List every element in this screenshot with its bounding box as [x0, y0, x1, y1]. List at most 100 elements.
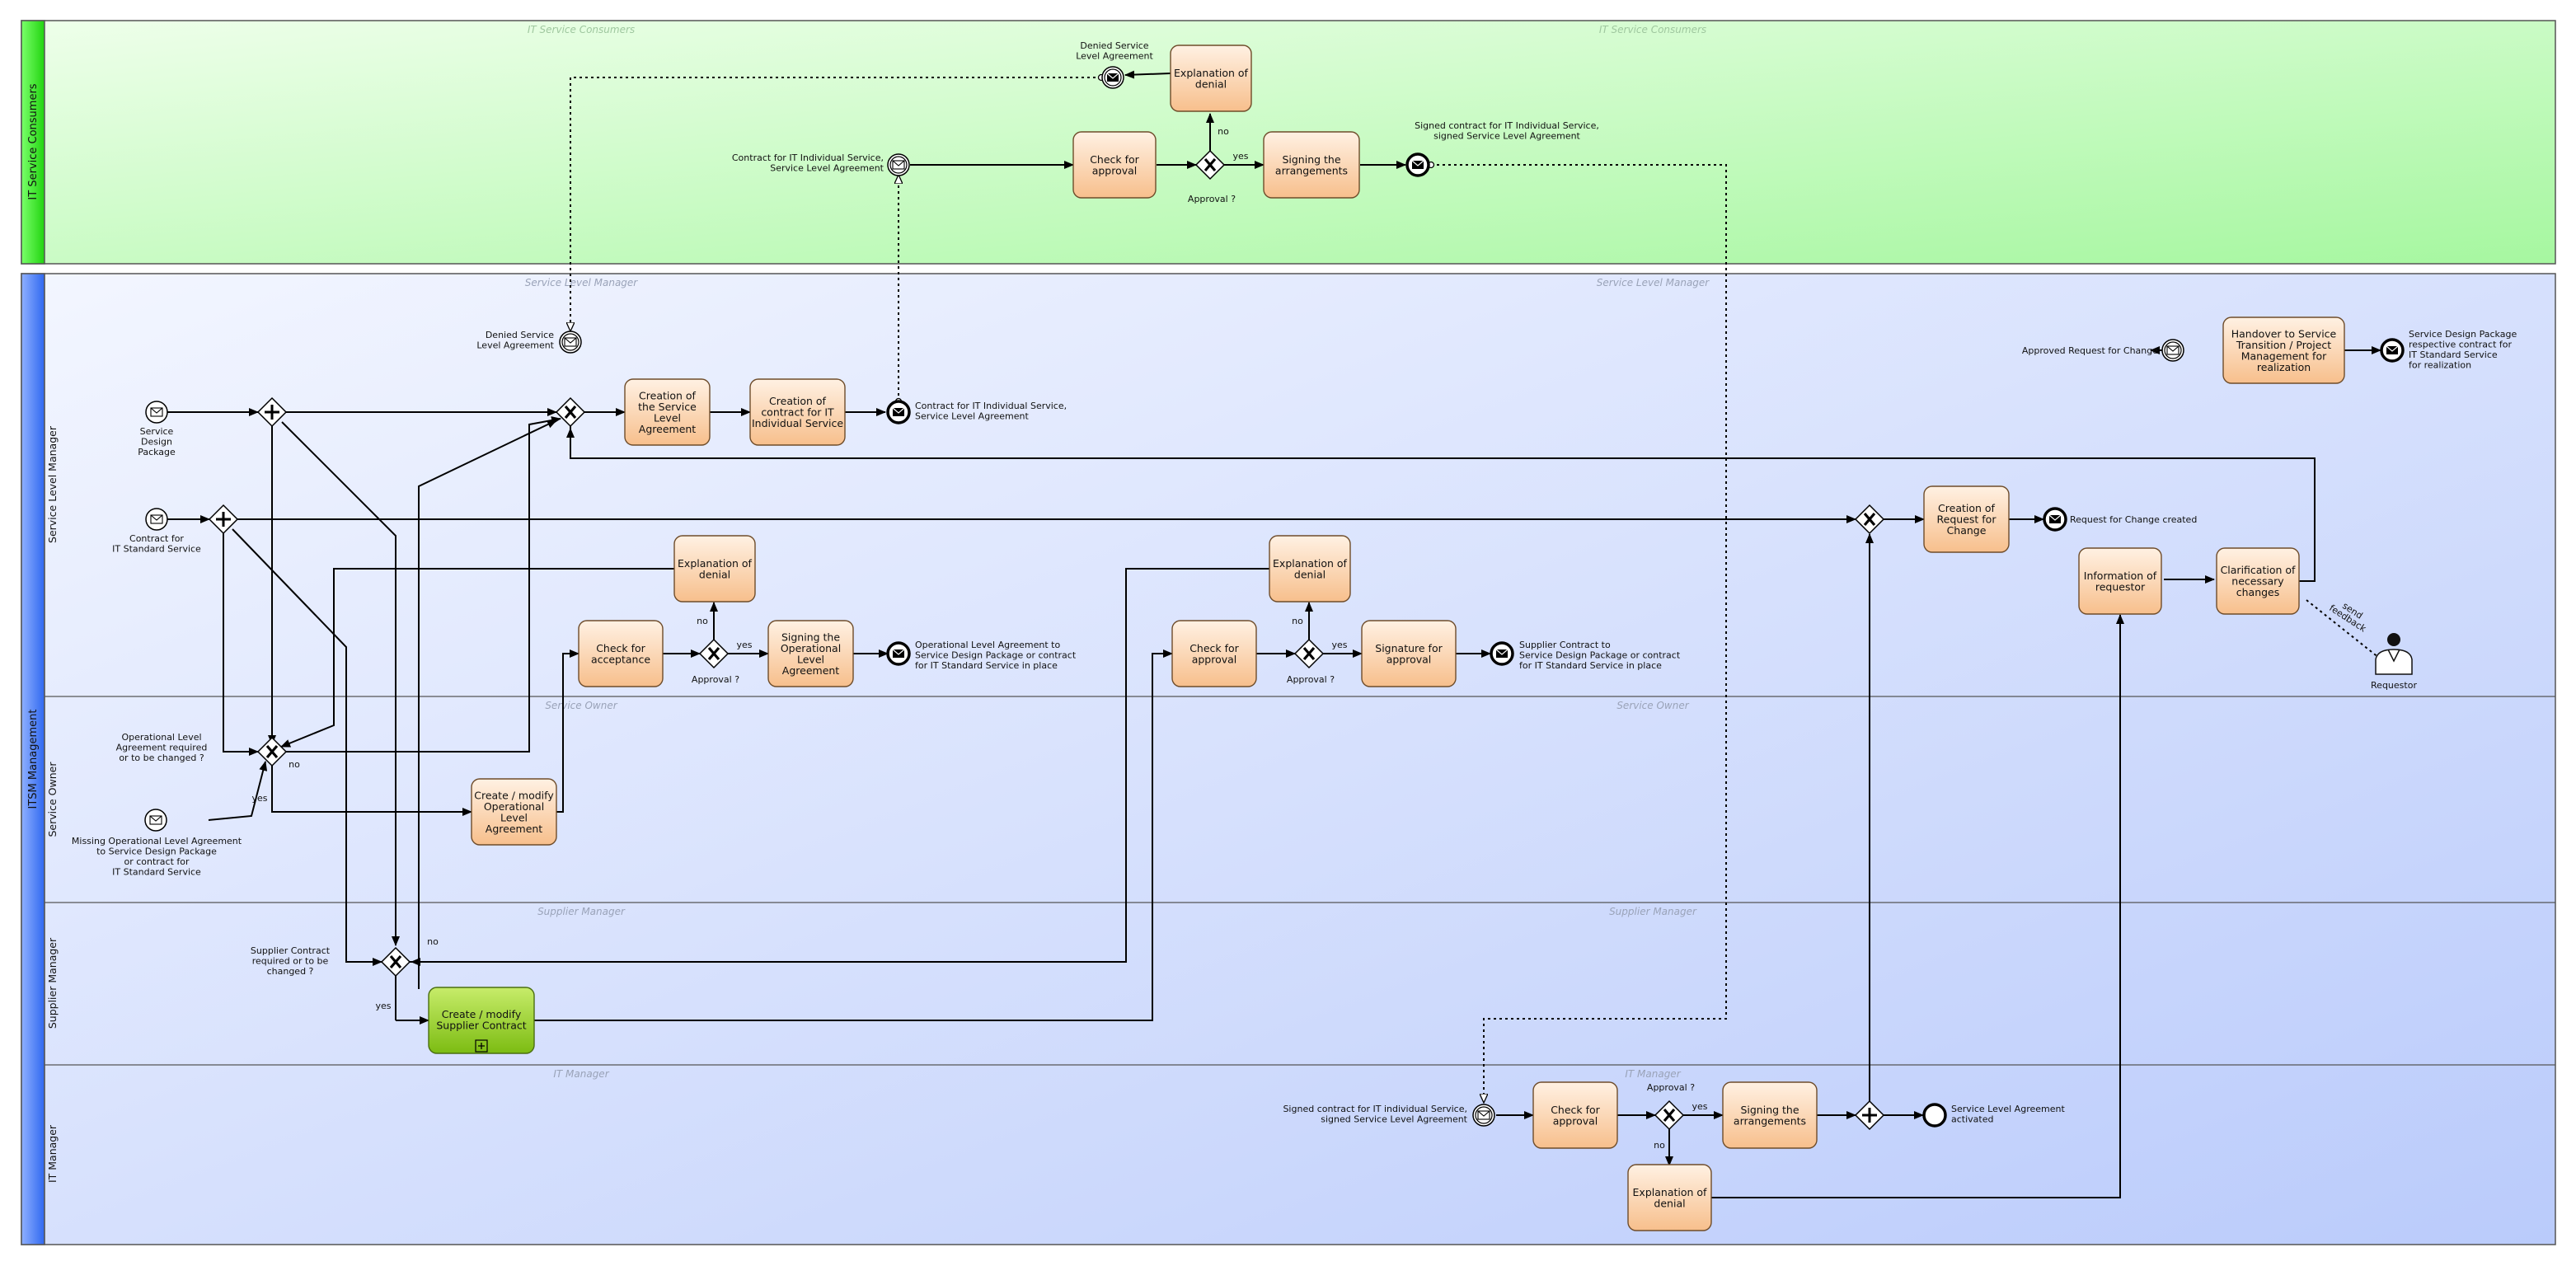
- watermark-slm-right: Service Level Manager: [1597, 277, 1710, 288]
- envelope-icon: [1477, 1110, 1490, 1120]
- exclusive-gateway[interactable]: [1293, 638, 1325, 669]
- exclusive-gateway[interactable]: [698, 638, 730, 669]
- exclusive-gateway[interactable]: [1854, 504, 1885, 535]
- message-end-event[interactable]: [886, 641, 911, 666]
- envelope-icon: [150, 407, 163, 417]
- label-rfc-created: Request for Change created: [2070, 514, 2197, 525]
- message-start-event[interactable]: [145, 401, 168, 424]
- label-approval-question-top: Approval ?: [1188, 194, 1236, 204]
- parallel-gateway[interactable]: [1854, 1100, 1885, 1131]
- watermark-consumers-left: IT Service Consumers: [528, 24, 635, 35]
- message-flows: [570, 77, 2388, 1103]
- message-start-event[interactable]: [144, 809, 167, 832]
- exclusive-gateway[interactable]: [1194, 149, 1226, 181]
- watermark-sm-left: Supplier Manager: [537, 906, 626, 917]
- message-end-event[interactable]: [1490, 641, 1514, 666]
- message-end-event[interactable]: [2380, 338, 2405, 363]
- message-catch-event[interactable]: [2161, 339, 2184, 362]
- parallel-gateway[interactable]: [208, 504, 239, 535]
- requestor-participant[interactable]: Requestor: [2371, 633, 2417, 691]
- message-catch-event[interactable]: [559, 331, 582, 354]
- watermark-so-left: Service Owner: [545, 700, 617, 711]
- plus-marker-icon: [265, 405, 279, 420]
- label-approval-question: Approval ?: [1647, 1082, 1695, 1093]
- message-catch-event[interactable]: [887, 153, 910, 176]
- envelope-icon: [1106, 73, 1119, 82]
- pool-title-itsm: ITSM Management: [27, 709, 40, 809]
- expand-marker-icon[interactable]: [475, 1039, 488, 1053]
- message-catch-event[interactable]: [1472, 1104, 1495, 1127]
- exclusive-gateway[interactable]: [1654, 1100, 1685, 1131]
- x-marker-icon: [564, 405, 577, 420]
- label-approval-question: Approval ?: [692, 674, 739, 685]
- watermark-slm-left: Service Level Manager: [525, 277, 639, 288]
- exclusive-gateway[interactable]: [555, 396, 586, 428]
- label-approved-rfc: Approved Request for Change: [2022, 345, 2158, 356]
- lane-title-itm: IT Manager: [46, 1124, 59, 1183]
- parallel-gateway[interactable]: [256, 396, 288, 428]
- label-no: no: [697, 616, 708, 626]
- envelope-icon: [2048, 514, 2062, 523]
- watermark-itm-left: IT Manager: [553, 1068, 609, 1080]
- watermark-consumers-right: IT Service Consumers: [1599, 24, 1706, 35]
- exclusive-gateway[interactable]: [256, 736, 288, 767]
- message-end-event[interactable]: [1405, 152, 1430, 177]
- message-end-event[interactable]: [886, 400, 911, 424]
- envelope-icon: [2386, 345, 2399, 354]
- message-throw-event[interactable]: [1101, 66, 1124, 89]
- sequence-flows: [167, 70, 2381, 1198]
- label-yes: yes: [736, 640, 752, 650]
- events: [144, 66, 2405, 1128]
- label-contract-message-top: Contract for IT Individual Service,Servi…: [732, 152, 884, 174]
- gateways: [208, 149, 1885, 1131]
- exclusive-gateway[interactable]: [380, 946, 411, 978]
- message-end-event[interactable]: [2043, 507, 2067, 532]
- lane-title-sm: Supplier Manager: [46, 937, 59, 1029]
- label-yes: yes: [375, 1001, 391, 1011]
- end-event[interactable]: [1922, 1103, 1947, 1128]
- label-yes: yes: [1331, 640, 1347, 650]
- plus-marker-icon: [1862, 1108, 1877, 1123]
- message-start-event[interactable]: [145, 508, 168, 531]
